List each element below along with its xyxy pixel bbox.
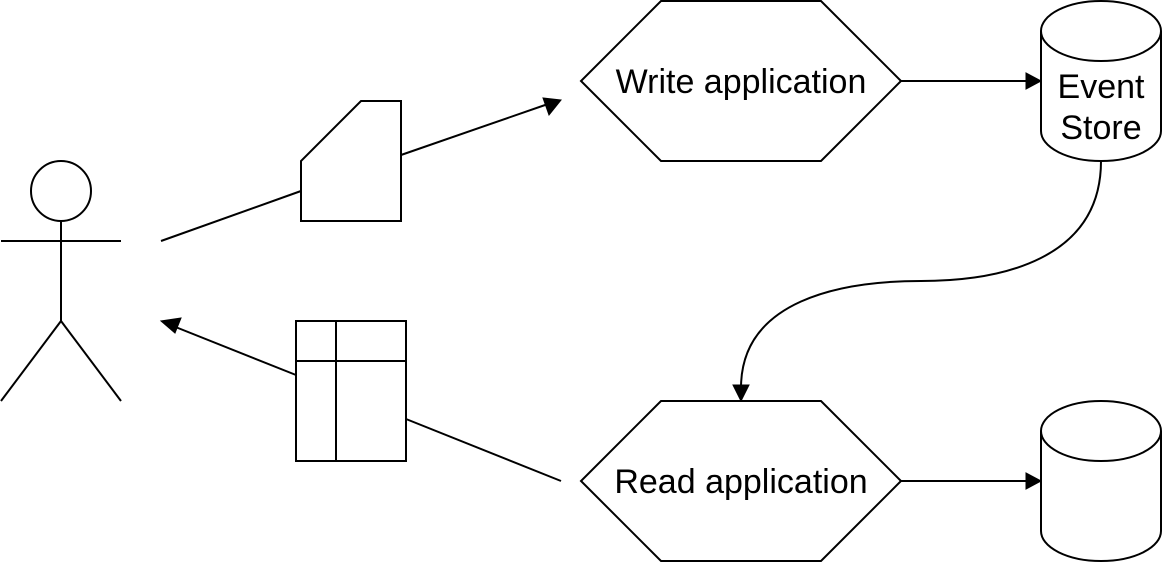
arrowhead-icon [542, 97, 562, 117]
command-card-shape [300, 100, 402, 222]
write-application-hexagon [579, 0, 903, 162]
edge-read-application-to-user [159, 317, 562, 482]
edge-read-application-to-read-store [901, 472, 1043, 490]
user-actor-icon [0, 160, 122, 402]
read-application-label: Read application [614, 463, 867, 501]
edge-write-application-to-event-store [901, 72, 1043, 90]
arrowhead-icon [1025, 72, 1043, 90]
read-store-node [1040, 400, 1162, 562]
read-store-cylinder [1040, 400, 1162, 562]
event-store-label-line1: Event [1058, 68, 1145, 106]
event-store-cylinder [1040, 0, 1162, 162]
arrowhead-icon [159, 317, 182, 334]
read-application-hexagon [579, 400, 903, 562]
query-result-table-icon [295, 320, 407, 462]
event-store-label-line2: Store [1060, 109, 1141, 147]
event-store-node: Event Store [1040, 0, 1162, 162]
arrowhead-icon [732, 384, 750, 403]
edge-user-to-write-application [160, 97, 562, 242]
arrowhead-icon [1025, 472, 1043, 490]
write-application-label: Write application [616, 63, 867, 101]
edge-event-store-to-read-application [732, 160, 1102, 403]
read-application-node: Read application [579, 400, 903, 562]
write-application-node: Write application [579, 0, 903, 162]
